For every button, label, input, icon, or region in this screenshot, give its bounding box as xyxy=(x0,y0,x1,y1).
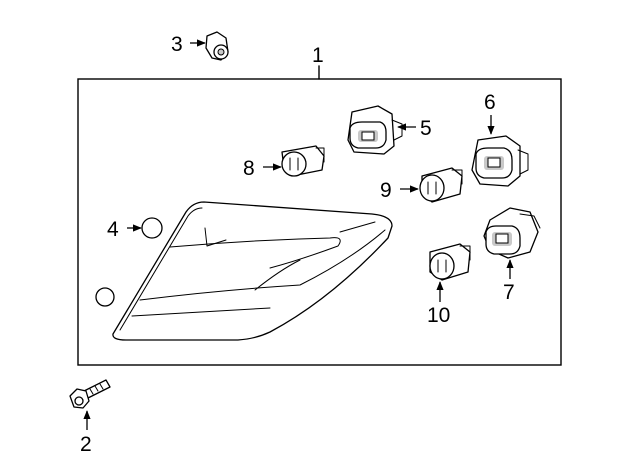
callout-9: 9 xyxy=(380,179,392,202)
callout-2: 2 xyxy=(80,433,92,456)
socket-part-5 xyxy=(347,105,403,155)
tail-lamp-housing xyxy=(112,201,393,341)
bulb-part-9 xyxy=(419,167,463,203)
callout-5: 5 xyxy=(420,117,432,140)
seal-ring-part-4 xyxy=(141,217,163,239)
callout-arrows xyxy=(83,39,514,430)
bulb-part-8 xyxy=(281,145,325,177)
socket-part-7 xyxy=(483,207,541,259)
housing-hole xyxy=(95,287,115,307)
nut-part-3 xyxy=(205,31,229,61)
callout-8: 8 xyxy=(243,157,255,180)
callout-4: 4 xyxy=(107,218,119,241)
socket-part-6 xyxy=(471,135,529,187)
bolt-part-2 xyxy=(69,379,111,409)
callout-6: 6 xyxy=(484,91,496,114)
callout-1: 1 xyxy=(312,44,324,67)
callout-7: 7 xyxy=(503,281,515,304)
callout-10: 10 xyxy=(427,304,450,327)
bulb-part-10 xyxy=(429,243,471,281)
callout-3: 3 xyxy=(171,33,183,56)
